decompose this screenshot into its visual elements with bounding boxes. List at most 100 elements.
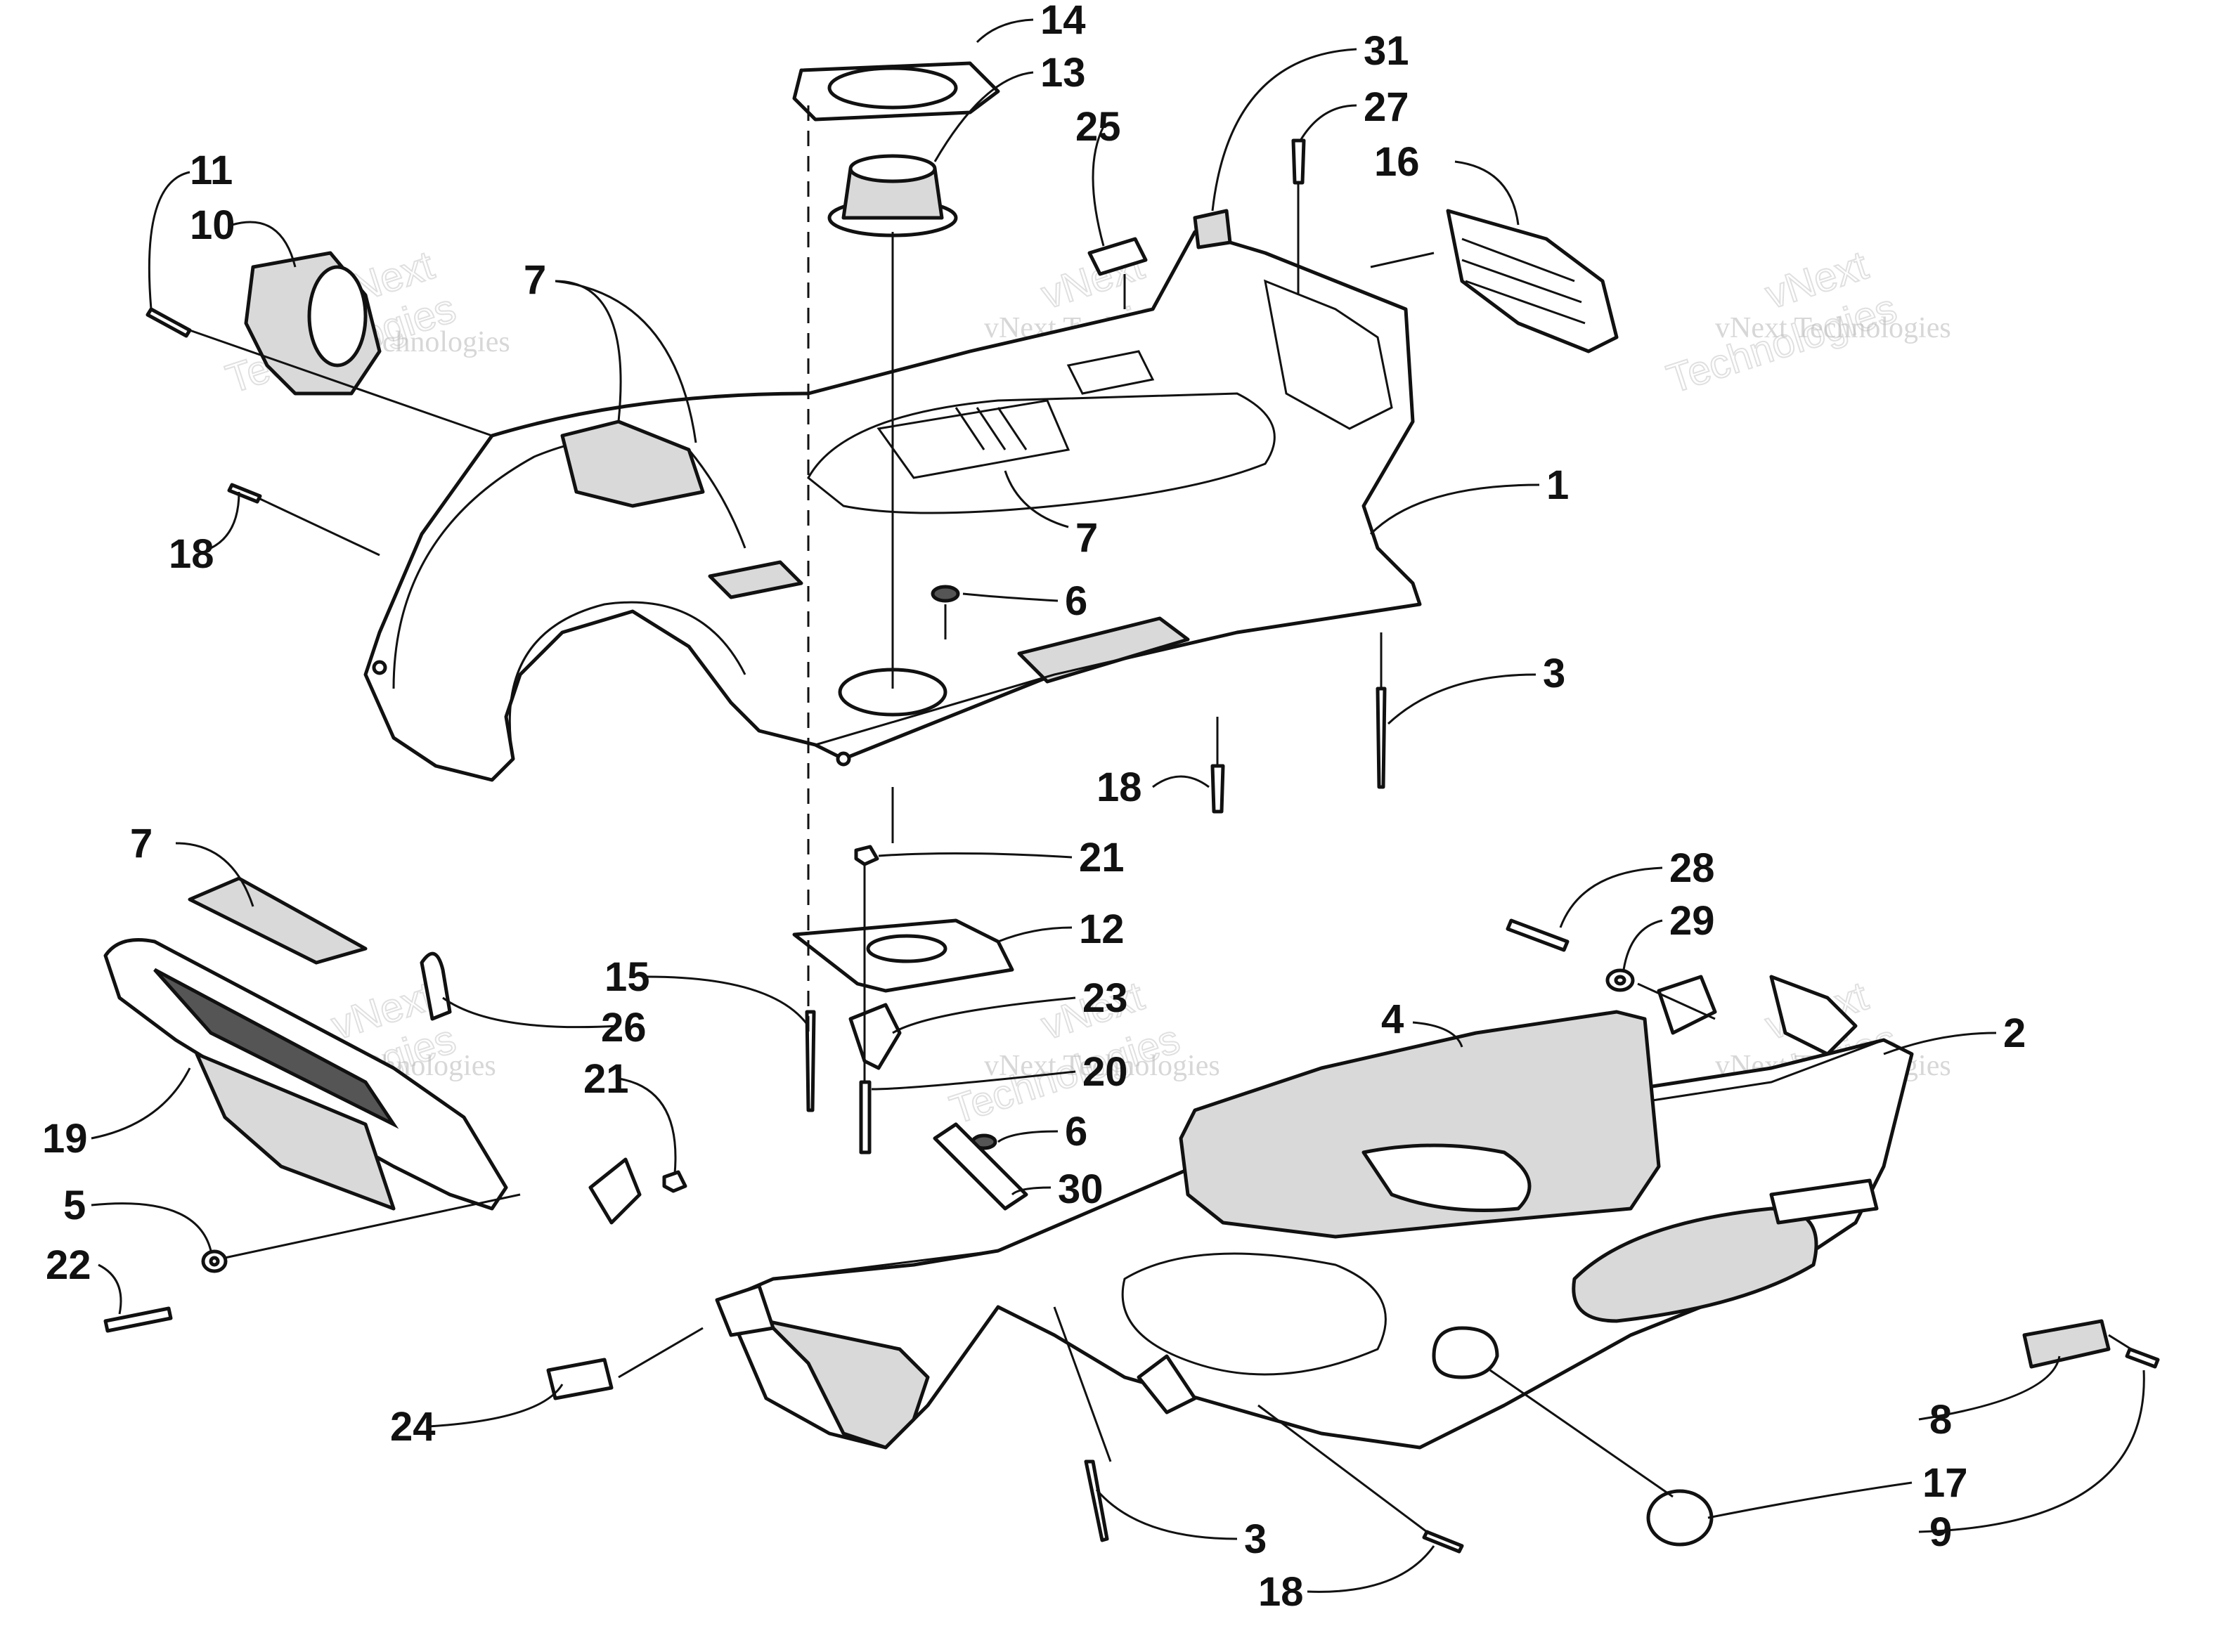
leader-18-lower: [1307, 1545, 1435, 1593]
leader-23: [892, 996, 1076, 1034]
leader-1: [1369, 483, 1540, 535]
clip-26: [420, 951, 452, 1021]
leader-lines: [91, 18, 2145, 1593]
callout-20: 20: [1082, 1049, 1128, 1095]
leader-29: [1622, 919, 1663, 970]
callout-6-upper: 6: [1065, 578, 1087, 624]
callout-labels: 14 13 25 31 27 16 11 10 7 7 1 18 6 3 18 …: [42, 0, 2026, 1615]
callout-15: 15: [604, 954, 650, 1000]
leader-2: [1883, 1032, 1997, 1055]
callout-24: 24: [390, 1404, 436, 1450]
axis-plug: [1489, 1369, 1674, 1498]
leader-7-middle: [1004, 470, 1069, 528]
upper-body-tab: [708, 560, 803, 599]
lower-body-front-skin: [764, 1319, 930, 1450]
nut-21-lower: [662, 1170, 687, 1193]
insulation-cutout: [1361, 1143, 1532, 1212]
callout-1: 1: [1546, 462, 1569, 508]
axis-vent: [1370, 252, 1435, 268]
part-10-housing: [244, 251, 382, 396]
mount-plate-hole: [866, 934, 947, 963]
callout-30: 30: [1058, 1166, 1104, 1212]
upper-body-mount-hole: [372, 660, 387, 675]
callout-10: 10: [190, 202, 235, 248]
leader-24: [428, 1384, 564, 1428]
leader-10: [231, 221, 297, 268]
part-4-insulation: [1179, 1010, 1661, 1239]
callout-13: 13: [1040, 50, 1086, 96]
leader-4: [1412, 1021, 1463, 1048]
upper-body-lower-lip: [815, 603, 1421, 746]
axis-plate-8: [2108, 1334, 2137, 1354]
bolt-28: [1506, 918, 1570, 952]
leader-22: [98, 1263, 122, 1315]
leader-3-lower: [1095, 1489, 1238, 1540]
part-12-mount-plate: [792, 918, 1014, 993]
lower-body-plug-hole: [1432, 1326, 1499, 1379]
leader-15: [646, 975, 810, 1027]
callout-18-upper: 18: [169, 531, 214, 577]
leader-20: [871, 1070, 1076, 1091]
callout-7-middle: 7: [1075, 515, 1098, 561]
leader-11: [148, 171, 190, 310]
pad-31: [1193, 209, 1232, 249]
washer-29-hole: [1614, 975, 1626, 986]
callout-22: 22: [46, 1242, 91, 1288]
leader-3-upper: [1387, 673, 1537, 725]
callout-4: 4: [1381, 996, 1404, 1042]
leader-19: [91, 1067, 191, 1140]
leader-7-upper-b: [555, 280, 697, 443]
bracket-plate-left: [588, 1157, 642, 1225]
leader-8: [1918, 1355, 2061, 1421]
callout-5: 5: [63, 1183, 86, 1228]
assembly-lines: [189, 105, 2137, 1533]
callout-31: 31: [1364, 28, 1409, 74]
callout-23: 23: [1082, 975, 1128, 1021]
callout-8: 8: [1929, 1397, 1952, 1443]
callout-19: 19: [42, 1116, 88, 1162]
leader-18-upper: [210, 491, 240, 549]
bumper-lower-skin: [195, 1052, 396, 1211]
leader-12: [997, 926, 1073, 943]
part-13-boot: [827, 154, 958, 238]
part-14-gasket-plate: [792, 61, 1000, 122]
leader-16: [1454, 160, 1520, 226]
leader-14: [976, 18, 1034, 44]
callout-16: 16: [1374, 139, 1420, 185]
plate-8: [2022, 1319, 2111, 1369]
bolt-20: [859, 1080, 872, 1155]
callout-18-lower: 18: [1258, 1569, 1304, 1615]
rivet-3-lower: [1084, 1459, 1109, 1542]
leader-17: [1707, 1481, 1913, 1519]
bracket-plate-right: [1657, 975, 1717, 1035]
leader-30: [1011, 1186, 1052, 1196]
upper-body-inner-arch: [508, 601, 746, 760]
lower-body-rear-tab: [1769, 975, 1858, 1056]
axis-screw-18-lower: [1257, 1404, 1428, 1533]
leader-7-upper-a: [555, 280, 622, 422]
watermark-full: vNext Technologies: [1715, 312, 1951, 344]
screw-11: [145, 307, 192, 338]
upper-body-side-panel: [1264, 279, 1393, 430]
axis-screw-11: [189, 329, 493, 437]
callout-2: 2: [2003, 1010, 2026, 1056]
part-19-bumper: [103, 938, 508, 1211]
vent-grille-slats: [1461, 238, 1586, 325]
plug-17: [1646, 1489, 1714, 1547]
leader-28: [1559, 866, 1663, 928]
window-hatch: [955, 407, 1028, 450]
leader-21-upper: [878, 852, 1073, 859]
callout-29: 29: [1669, 898, 1715, 944]
axis-washer-5: [224, 1193, 521, 1259]
callout-9: 9: [1929, 1509, 1952, 1555]
leader-25: [1092, 126, 1105, 247]
callout-17: 17: [1922, 1460, 1968, 1506]
upper-body-recess: [807, 392, 1276, 514]
callout-14: 14: [1040, 0, 1086, 43]
callout-27: 27: [1364, 84, 1409, 130]
lower-body-side-recess: [1572, 1207, 1818, 1323]
part-16-vent-grille: [1446, 209, 1619, 353]
leader-26: [442, 996, 619, 1029]
axis-screw-18-upper: [259, 497, 380, 557]
